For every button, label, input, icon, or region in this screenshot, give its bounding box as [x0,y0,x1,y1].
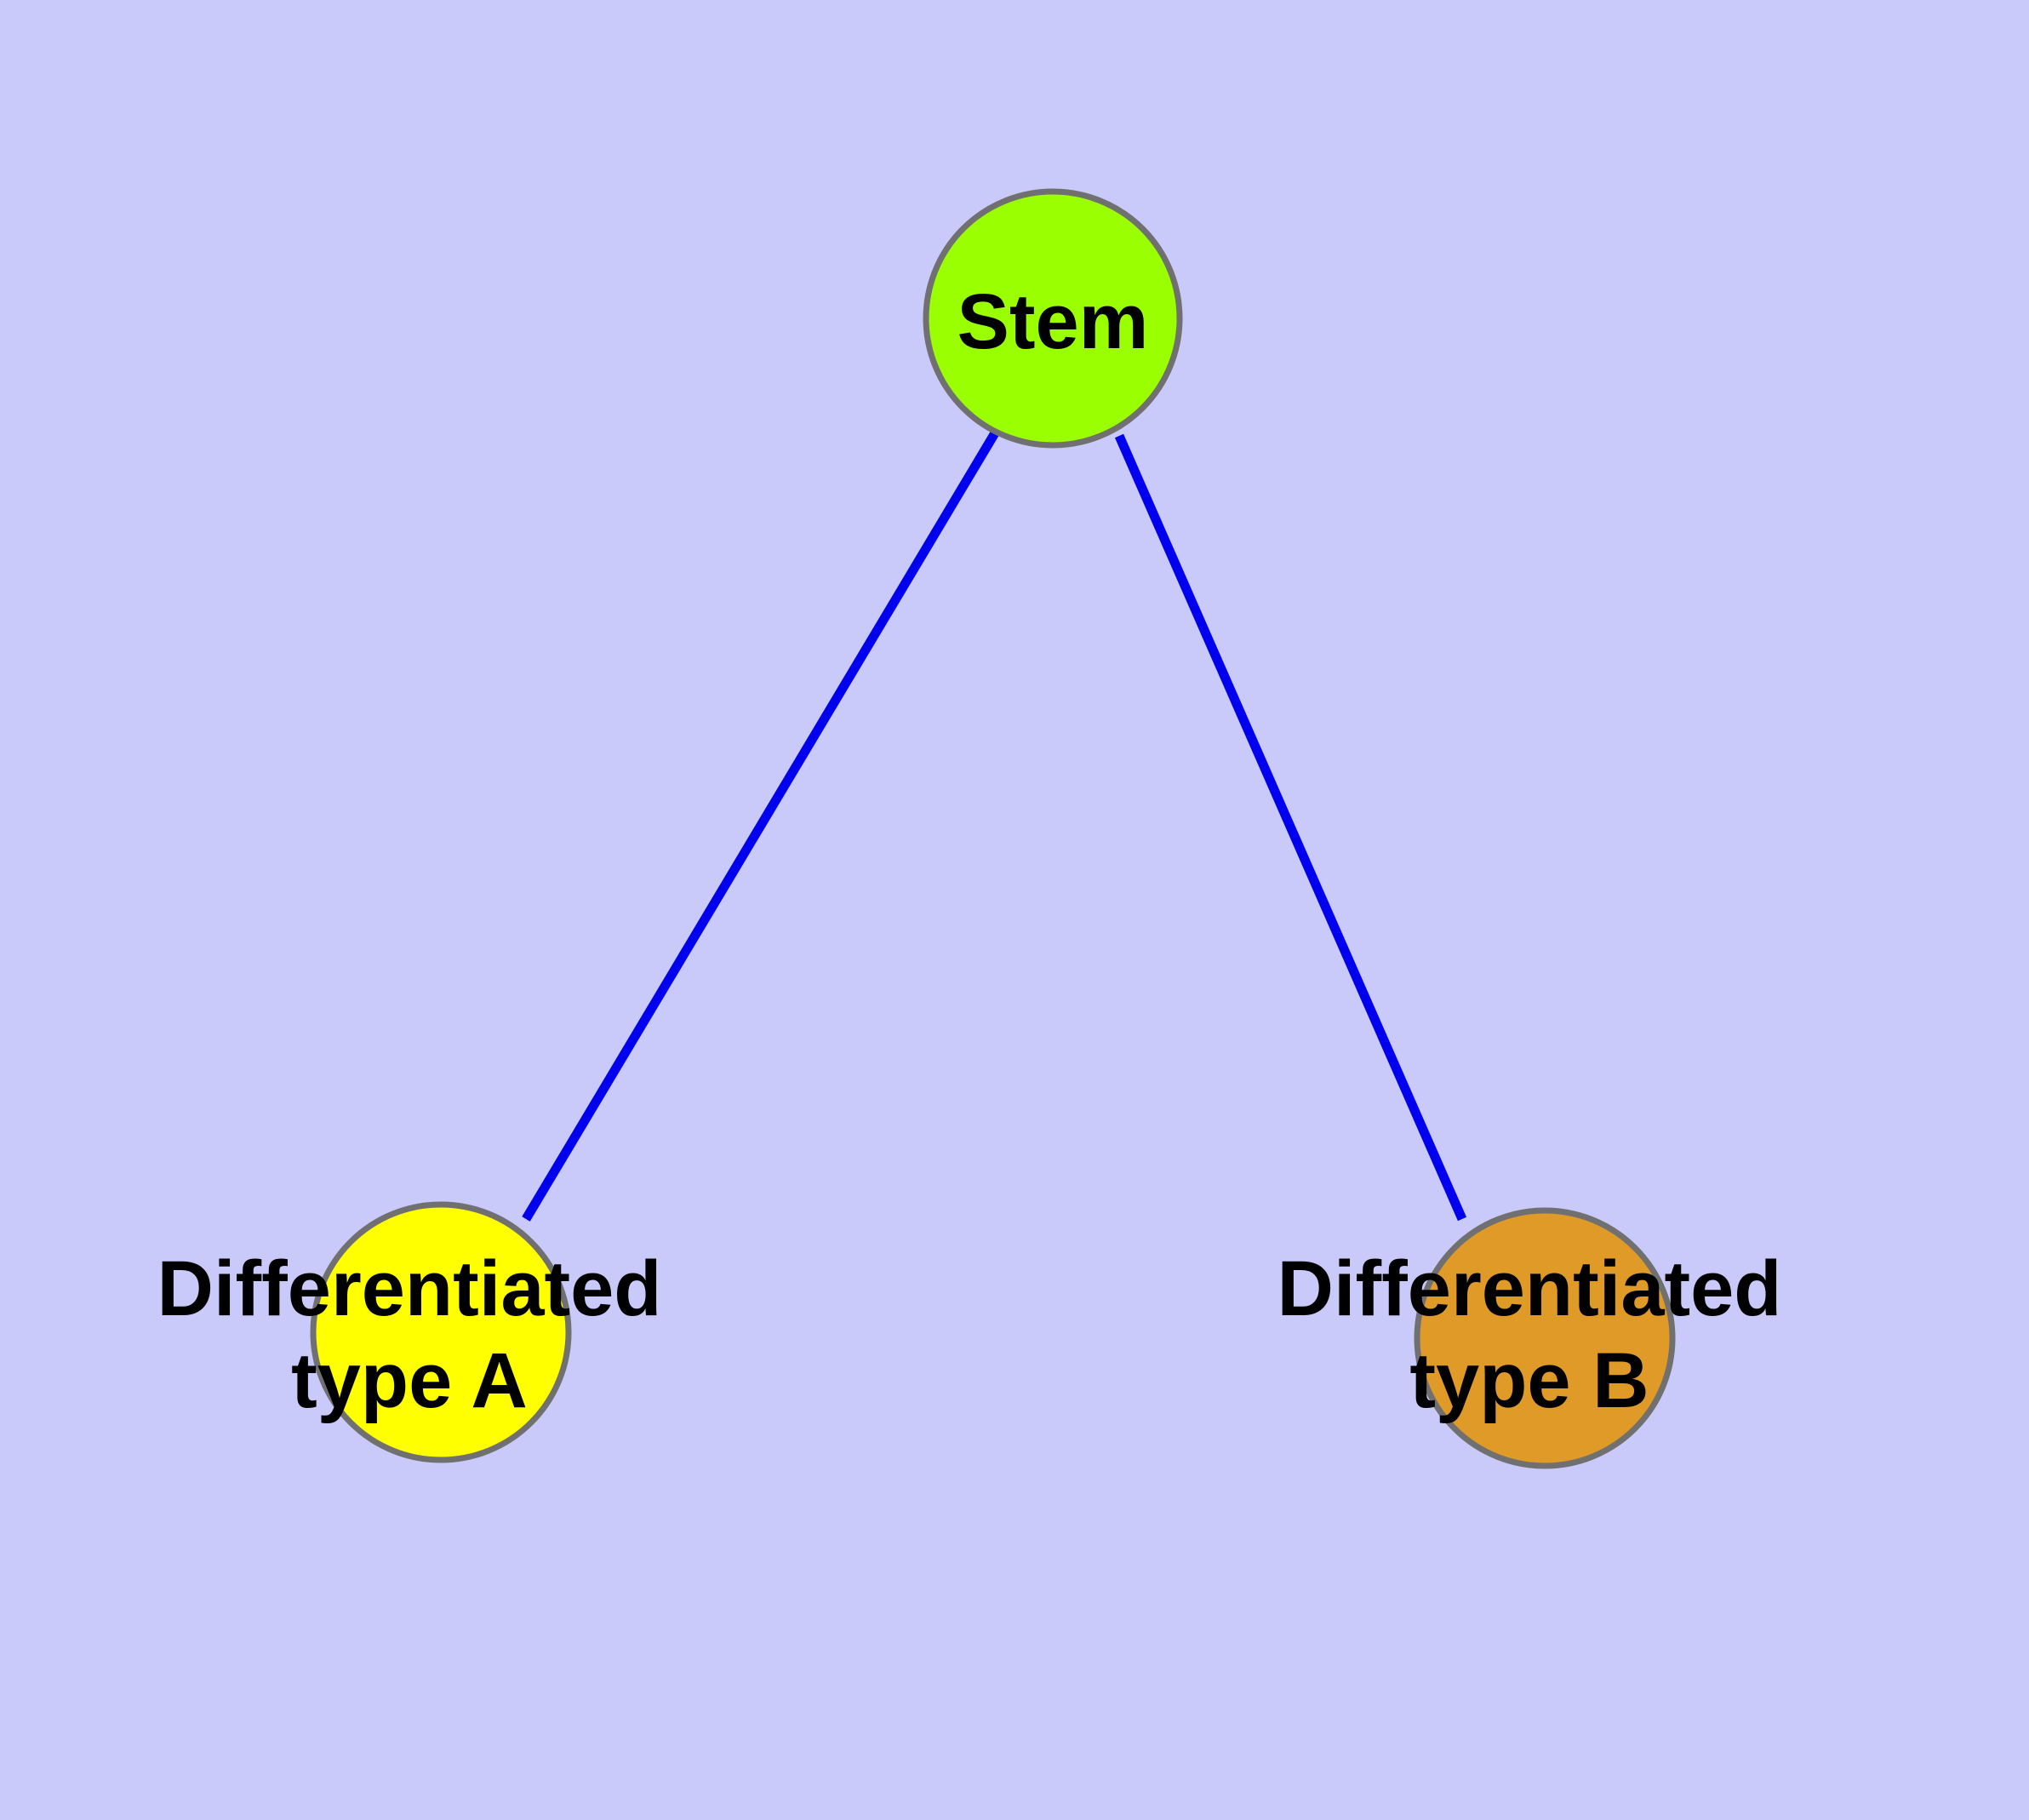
node-circle-diff-b[interactable] [1414,1207,1676,1469]
node-layer [310,188,1676,1469]
node-label-line: Differentiated [1277,1245,1782,1332]
node-label-line: type B [1409,1337,1649,1424]
edge-layer [522,429,1467,1222]
edge-stem-to-diff-b[interactable] [1114,433,1467,1222]
node-label-line: Differentiated [157,1245,662,1332]
node-circle-stem[interactable] [923,188,1183,449]
node-label-stem: Stem [957,278,1149,365]
node-circle-diff-a[interactable] [310,1201,572,1463]
node-label-line: type A [291,1337,528,1424]
node-label-line: Stem [957,278,1149,365]
edge-stem-to-diff-a[interactable] [522,429,1000,1222]
